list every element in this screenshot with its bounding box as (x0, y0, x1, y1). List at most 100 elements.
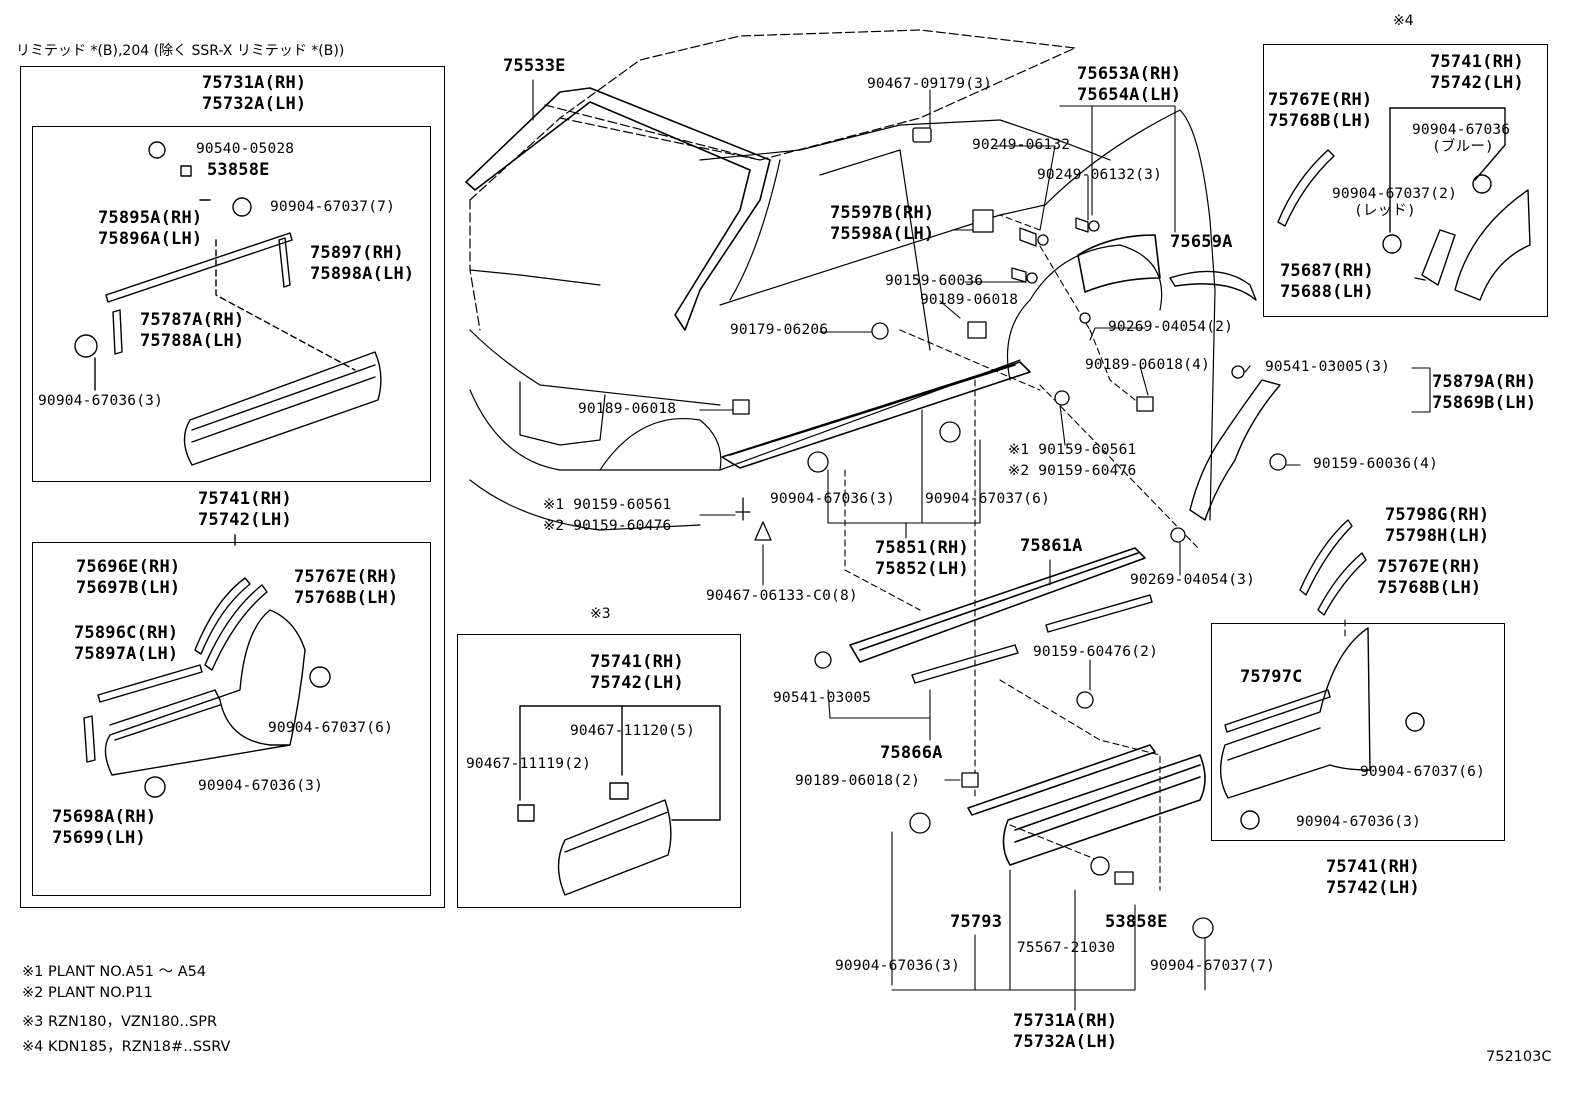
part-label: 90159-60476(2) (1033, 644, 1159, 660)
panel-title-rh: 75741(RH) (1430, 52, 1524, 72)
part-label: 75866A (880, 743, 943, 763)
part-label: 75697B(LH) (76, 578, 181, 598)
part-label: 90904-67037(7) (270, 199, 396, 215)
part-label: (レッド) (1354, 203, 1416, 219)
part-label: 75654A(LH) (1077, 85, 1182, 105)
part-label: 75567-21030 (1017, 940, 1116, 956)
part-label: (ブルー) (1432, 139, 1494, 155)
part-label: 90189-06018(4) (1085, 357, 1211, 373)
part-label: 75653A(RH) (1077, 64, 1182, 84)
part-label: 75869B(LH) (1432, 393, 1537, 413)
footnote: ※1 PLANT NO.A51 ～ A54 (22, 964, 207, 980)
part-label: ※1 90159-60561 (543, 497, 672, 513)
arch-molding-75659 (1169, 270, 1257, 301)
rocker-bracket-75866 (911, 594, 1153, 684)
part-label: 90904-67036(3) (770, 491, 896, 507)
part-label: 90540-05028 (196, 141, 295, 157)
part-label: 90467-06133-C0(8) (706, 588, 858, 604)
panel-title-lh: 75742(LH) (198, 510, 292, 530)
part-label: 90269-04054(3) (1130, 572, 1256, 588)
part-label: 75793 (950, 912, 1003, 932)
part-label: 75696E(RH) (76, 557, 181, 577)
arch-molding-75653 (1077, 234, 1161, 293)
part-label: 90541-03005 (773, 690, 872, 706)
rocker-molding-75851 (721, 361, 1031, 469)
part-label: 53858E (207, 160, 270, 180)
panel-title-rh: 75731A(RH) (202, 73, 307, 93)
part-label: 90904-67037(2) (1332, 186, 1458, 202)
part-label: 75659A (1170, 232, 1233, 252)
figure-code: 752103C (1486, 1049, 1552, 1065)
part-label: ※1 90159-60561 (1008, 442, 1137, 458)
part-label: 75731A(RH) (1013, 1011, 1118, 1031)
part-label: 75788A(LH) (140, 331, 245, 351)
part-label: ※2 90159-60476 (543, 518, 672, 534)
header-note: リミテッド *(B),204 (除く SSR-X リミテッド *(B)) (16, 43, 345, 59)
part-label: 75767E(RH) (1268, 90, 1373, 110)
part-label: 90467-09179(3) (867, 76, 993, 92)
panel-title-rh: 75741(RH) (1326, 857, 1420, 877)
panel-title-rh: 75741(RH) (590, 652, 684, 672)
leader-lines (532, 79, 1431, 1011)
panel-title-lh: 75742(LH) (1326, 878, 1420, 898)
mark4-panel-art (1277, 107, 1531, 301)
part-label: 75598A(LH) (830, 224, 935, 244)
part-label: 90904-67036(3) (1296, 814, 1422, 830)
right-bottom-panel-art (1220, 627, 1425, 830)
part-label: 75699(LH) (52, 828, 146, 848)
part-label: 90249-06132 (972, 137, 1071, 153)
part-label: 75768B(LH) (1268, 111, 1373, 131)
part-label: 90904-67037(6) (1360, 764, 1486, 780)
part-label: 90541-03005(3) (1265, 359, 1391, 375)
part-label: 75861A (1020, 536, 1083, 556)
part-label: 75798H(LH) (1385, 526, 1490, 546)
door-molding-75793 (967, 744, 1206, 866)
part-label: 75597B(RH) (830, 203, 935, 223)
part-label: 75698A(RH) (52, 807, 157, 827)
part-label: 75897(RH) (310, 243, 404, 263)
part-label: 90904-67036(3) (198, 778, 324, 794)
panel-title-lh: 75742(LH) (1430, 73, 1524, 93)
part-label: 90249-06132(3) (1037, 167, 1163, 183)
part-label: 75896A(LH) (98, 229, 203, 249)
mark3-panel-art (517, 705, 721, 896)
part-label: 75767E(RH) (294, 567, 399, 587)
part-label: 90159-60036(4) (1313, 456, 1439, 472)
part-label: 90189-06018(2) (795, 773, 921, 789)
part-label: 90467-11120(5) (570, 723, 696, 739)
part-label: 75851(RH) (875, 538, 969, 558)
part-label: 75897A(LH) (74, 644, 179, 664)
mark4-label: ※4 (1393, 13, 1414, 29)
mark3-label: ※3 (590, 606, 611, 622)
part-label: 75768B(LH) (294, 588, 399, 608)
part-label: 75879A(RH) (1432, 372, 1537, 392)
part-label: 90467-11119(2) (466, 756, 592, 772)
mark4-panel (1263, 44, 1548, 317)
part-label: 90269-04054(2) (1108, 319, 1234, 335)
part-label: 75852(LH) (875, 559, 969, 579)
part-label: 75896C(RH) (74, 623, 179, 643)
part-label: 75898A(LH) (310, 264, 415, 284)
part-label: 90179-06206 (730, 322, 829, 338)
footnote: ※3 RZN180，VZN180‥SPR (22, 1014, 218, 1030)
part-label: 75688(LH) (1280, 282, 1374, 302)
part-label: 75787A(RH) (140, 310, 245, 330)
part-label: 75687(RH) (1280, 261, 1374, 281)
part-label: 53858E (1105, 912, 1168, 932)
windshield-molding (465, 87, 771, 331)
part-label: 90904-67036(3) (38, 393, 164, 409)
part-label: 75895A(RH) (98, 208, 203, 228)
part-label: 75768B(LH) (1377, 578, 1482, 598)
mudguard-75879 (1189, 379, 1281, 521)
panel-title-rh: 75741(RH) (198, 489, 292, 509)
part-label: 90904-67037(7) (1150, 958, 1276, 974)
left-top-inner-box (32, 126, 431, 482)
left-top-panel-art (74, 141, 382, 466)
part-label: 90904-67036(3) (835, 958, 961, 974)
panel-title-lh: 75742(LH) (590, 673, 684, 693)
mark3-panel (457, 634, 741, 908)
left-top-panel (20, 66, 445, 908)
part-label: 75798G(RH) (1385, 505, 1490, 525)
